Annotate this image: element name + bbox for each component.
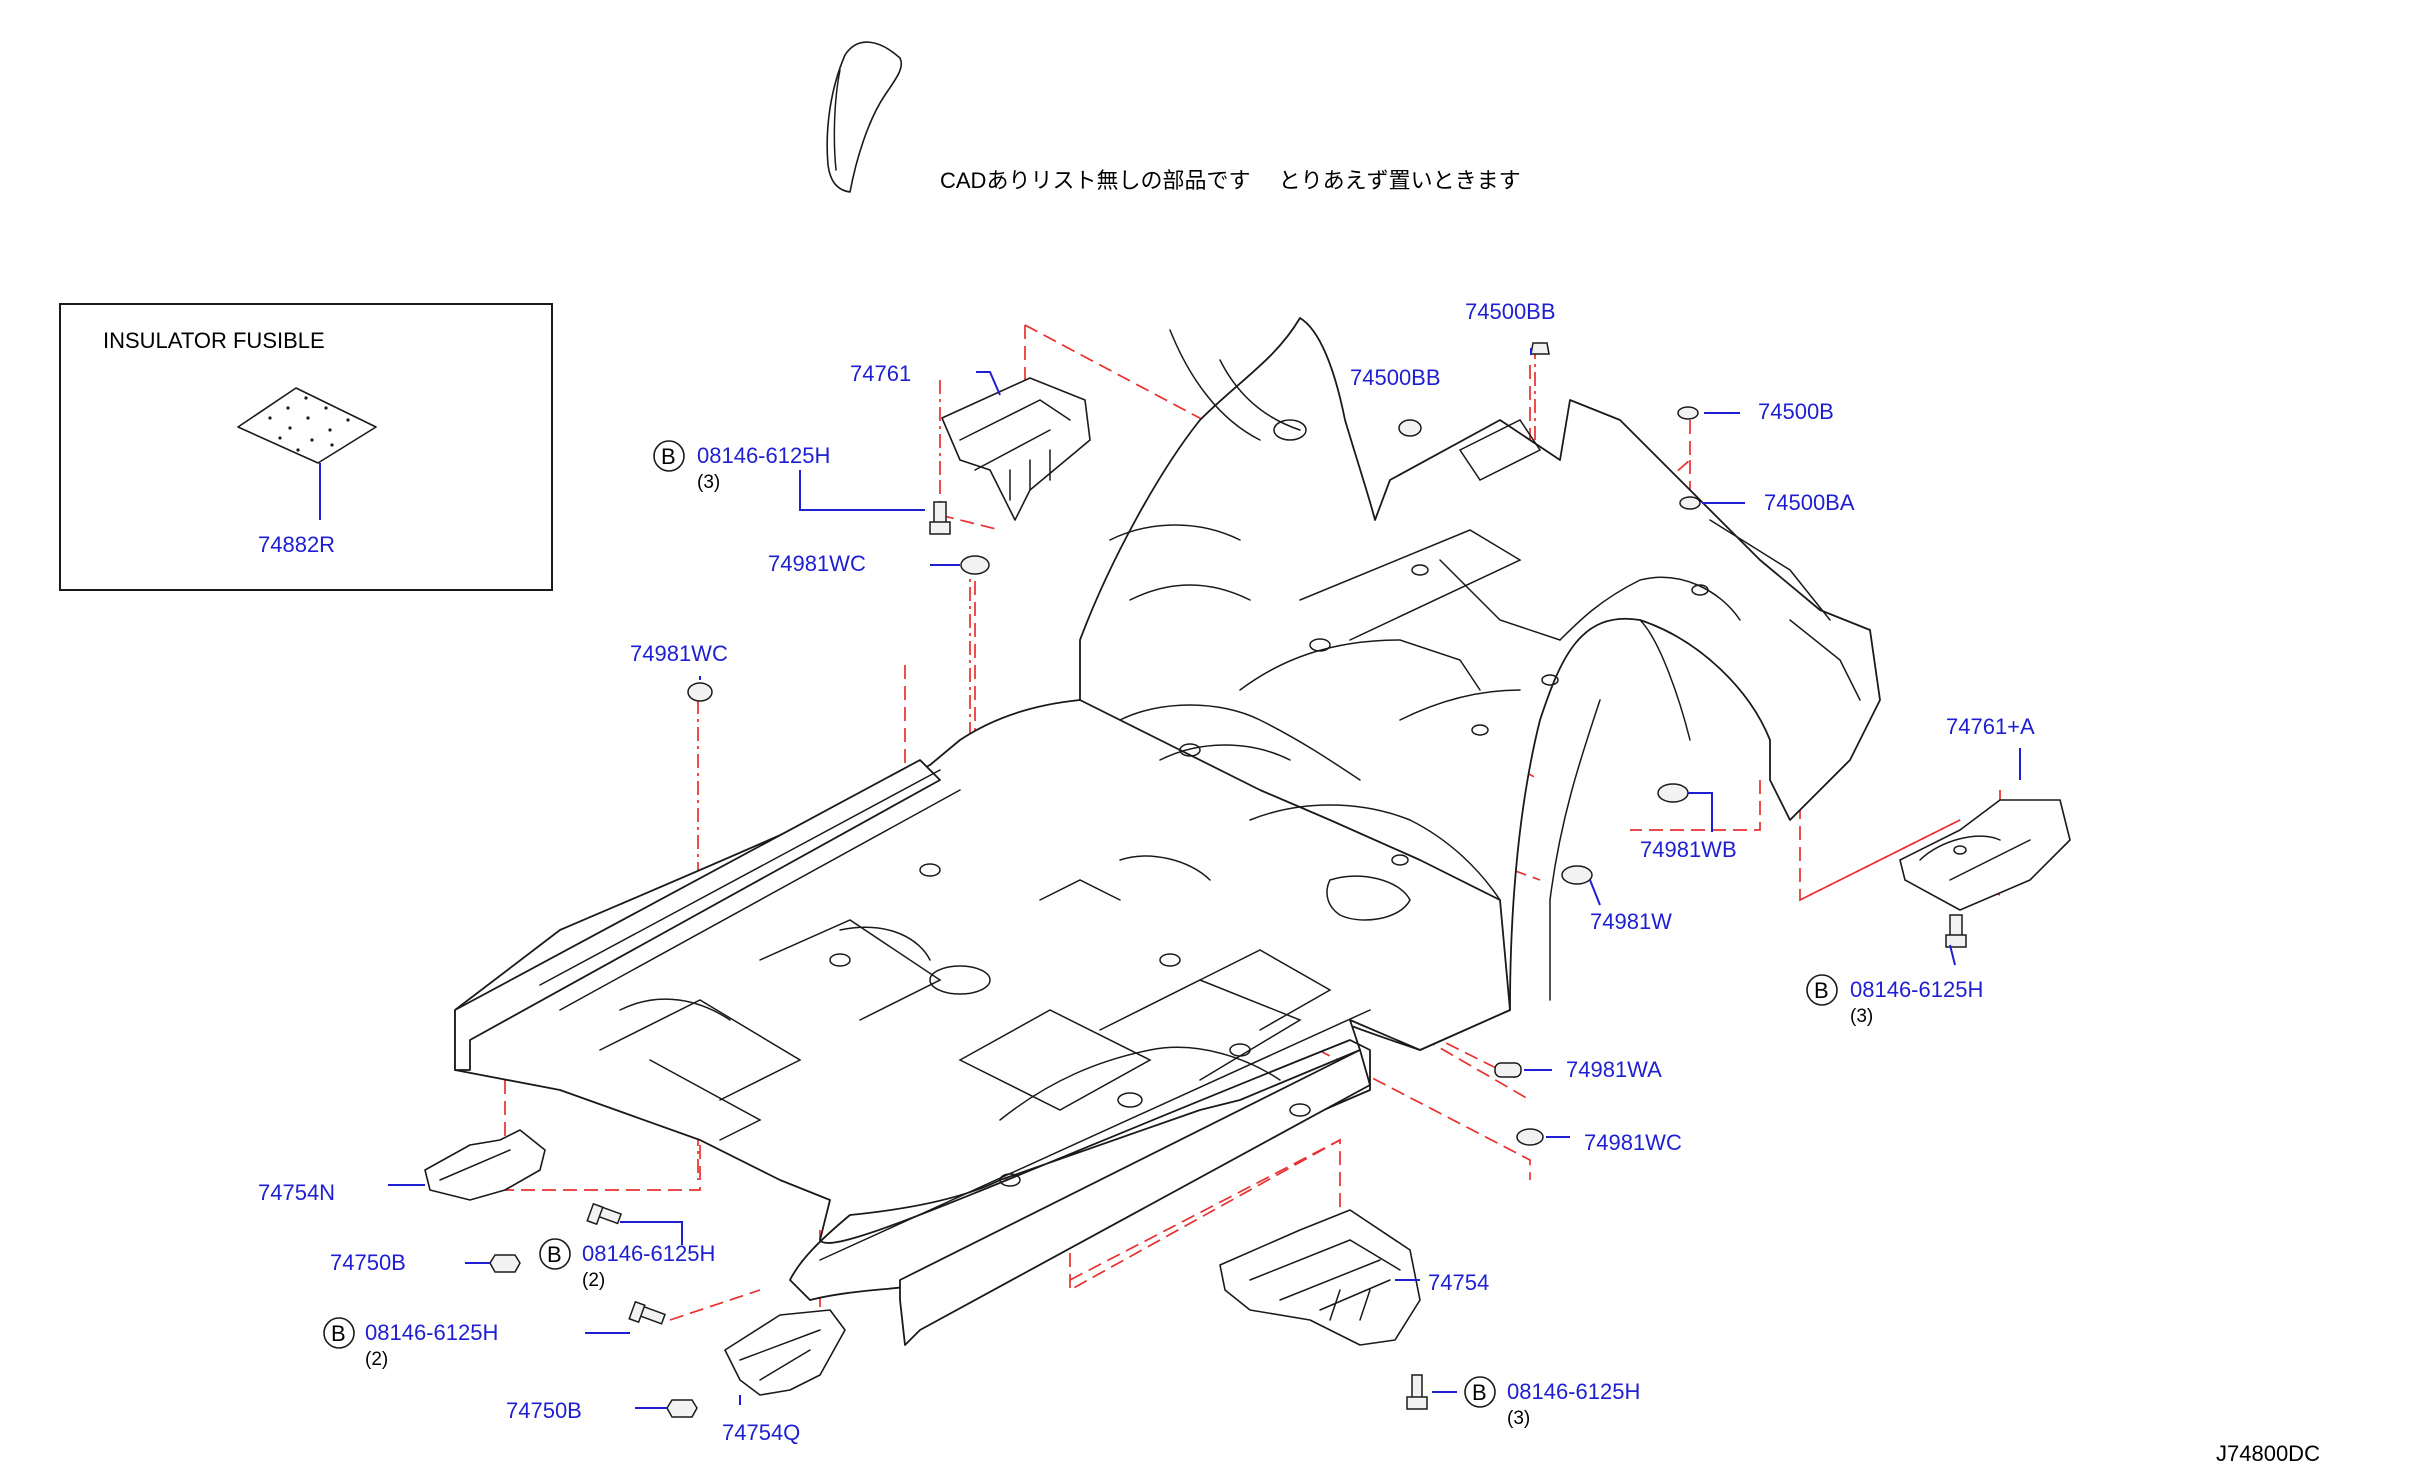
label-74981WC-2: 74981WC: [630, 641, 728, 666]
part-labels: 74761 74500BB 74500BB 74500B 74500BA 749…: [258, 299, 2035, 1445]
plug-74500BB-top: [1530, 342, 1550, 355]
insulator-sheet: [237, 387, 377, 464]
side-sill-left: [454, 759, 941, 1071]
bolt-symbol: B: [661, 444, 676, 469]
plug-74500BB-2: [1398, 419, 1422, 437]
cad-note-text: CADありリスト無しの部品です とりあえず置いときます: [940, 168, 1521, 193]
floor-panel-assembly: [454, 317, 1881, 1346]
plug-74981WB: [1657, 783, 1689, 803]
label-74981WC-1: 74981WC: [768, 551, 866, 576]
plug-74981WC-2: [687, 682, 713, 702]
bolt-icon: [628, 1300, 666, 1325]
bolt-symbol: B: [1472, 1380, 1487, 1405]
label-74500B: 74500B: [1758, 399, 1834, 424]
bolt-callout: B 08146-6125H (2): [323, 1317, 498, 1370]
bolt-symbol: B: [331, 1321, 346, 1346]
nut-74750B-2: [666, 1399, 698, 1418]
bolt-callout: B 08146-6125H (2): [539, 1238, 715, 1291]
bolt-symbol: B: [547, 1242, 562, 1267]
plugs: [489, 342, 1701, 1418]
bolt-qty: (2): [365, 1349, 388, 1370]
bolt-symbol: B: [1814, 978, 1829, 1003]
plug-74500BA: [1679, 496, 1701, 510]
label-74754N: 74754N: [258, 1180, 335, 1205]
bolt-icons: [586, 501, 1967, 1410]
bolt-qty: (3): [1850, 1006, 1873, 1027]
label-74981WA: 74981WA: [1566, 1057, 1662, 1082]
diagram-code: J74800DC: [2216, 1441, 2320, 1466]
label-74981W: 74981W: [1590, 909, 1672, 934]
bolt-icon: [929, 501, 951, 535]
cad-note: CADありリスト無しの部品です とりあえず置いときます: [826, 41, 1521, 193]
label-74761: 74761: [850, 361, 911, 386]
bolt-callout: B 08146-6125H (3): [1464, 1376, 1640, 1429]
bolt-icon: [1945, 914, 1967, 948]
nut-74750B-1: [489, 1254, 521, 1273]
main-floor: [454, 699, 1511, 1301]
insulator-74754Q: [724, 1309, 846, 1396]
label-74500BB-2: 74500BB: [1350, 365, 1441, 390]
plug-74500B: [1677, 406, 1699, 420]
insulator-74754: [1219, 1209, 1421, 1346]
bolt-icon: [586, 1202, 623, 1226]
plug-74981W: [1561, 865, 1593, 885]
bolt-code: 08146-6125H: [582, 1241, 715, 1266]
loose-part-sketch: [826, 41, 903, 193]
label-74754Q: 74754Q: [722, 1420, 800, 1445]
label-74500BB-top: 74500BB: [1465, 299, 1556, 324]
bolt-code: 08146-6125H: [1850, 977, 1983, 1002]
bolt-qty: (2): [582, 1270, 605, 1291]
inset-title: INSULATOR FUSIBLE: [103, 328, 325, 353]
bolt-code: 08146-6125H: [1507, 1379, 1640, 1404]
bolt-qty: (3): [697, 472, 720, 493]
leader-lines: [388, 348, 2021, 1409]
label-74981WB: 74981WB: [1640, 837, 1737, 862]
bolt-icon: [1406, 1374, 1428, 1410]
bolt-code: 08146-6125H: [365, 1320, 498, 1345]
label-74750B-2: 74750B: [506, 1398, 582, 1423]
insulator-74761A: [1899, 799, 2071, 911]
bolt-qty: (3): [1507, 1408, 1530, 1429]
plug-74981WA: [1494, 1062, 1522, 1078]
insulator-74761: [941, 377, 1091, 521]
bolt-code: 08146-6125H: [697, 443, 830, 468]
insulator-74754N: [424, 1129, 546, 1201]
front-crossmember: [899, 1049, 1371, 1346]
bolt-callouts: B 08146-6125H (3) B 08146-6125H (3) B 08…: [323, 440, 1983, 1429]
plug-74981WC-3: [1516, 1128, 1544, 1146]
bolt-callout: B 08146-6125H (3): [1806, 974, 1983, 1027]
inset-box: INSULATOR FUSIBLE 74882R: [59, 303, 553, 591]
label-74750B-1: 74750B: [330, 1250, 406, 1275]
label-74761A: 74761+A: [1946, 714, 2035, 739]
plug-74981WC-1: [960, 555, 990, 575]
bolt-callout: B 08146-6125H (3): [653, 440, 830, 493]
inset-part-label: 74882R: [258, 532, 335, 557]
label-74500BA: 74500BA: [1764, 490, 1855, 515]
label-74754: 74754: [1428, 1270, 1489, 1295]
label-74981WC-3: 74981WC: [1584, 1130, 1682, 1155]
